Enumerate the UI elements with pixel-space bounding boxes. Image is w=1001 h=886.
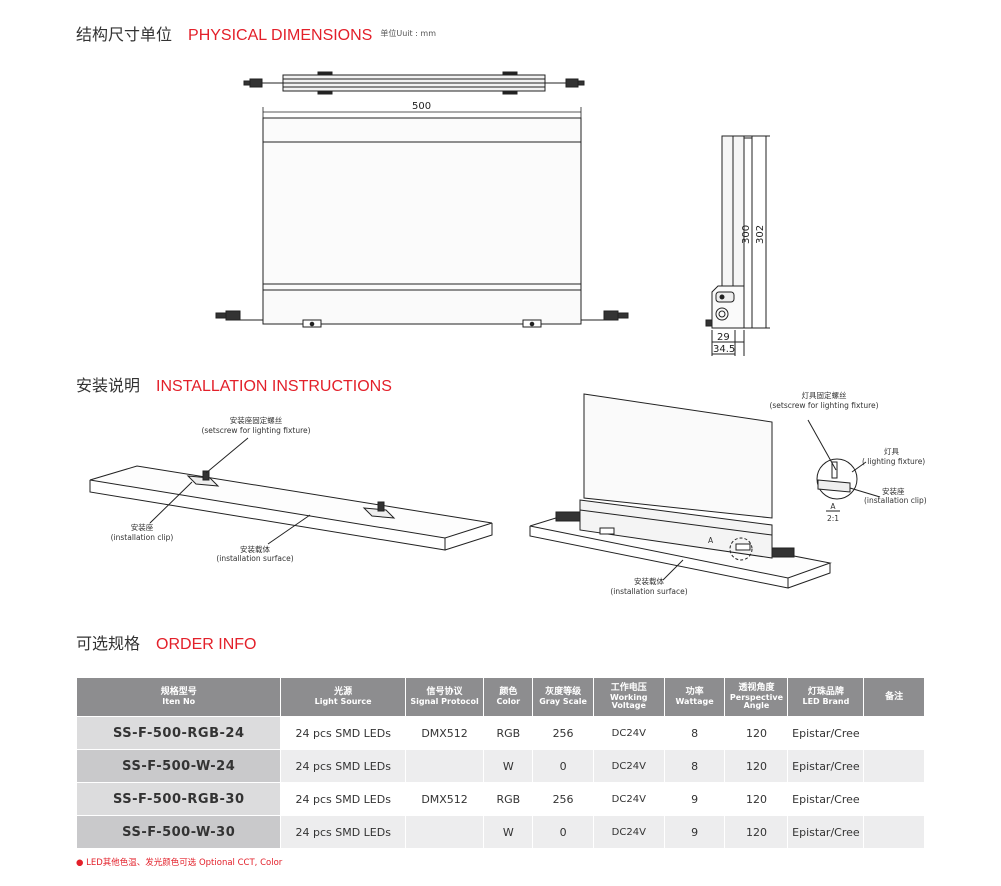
cell-angle: 120 [725, 750, 788, 782]
cell-wattage: 8 [664, 717, 725, 749]
cell-protocol: DMX512 [405, 717, 484, 749]
surface-right-cn: 安装载体 [634, 576, 664, 586]
setscrew-clip-en: (setscrew for lighting fixture) [201, 426, 310, 435]
order-title: 可选规格 ORDER INFO [76, 630, 256, 654]
installation-drawing: 安装座固定螺丝 (setscrew for lighting fixture) … [89, 390, 927, 596]
cell-color: W [484, 750, 533, 782]
cell-protocol [405, 816, 484, 848]
cell-angle: 120 [725, 783, 788, 815]
clip-right-cn: 安装座 [882, 486, 905, 496]
cell-voltage: DC24V [593, 750, 664, 782]
width-label: 500 [412, 101, 431, 112]
cell-model: SS-F-500-RGB-30 [77, 783, 281, 815]
cell-color: RGB [484, 717, 533, 749]
table-row: SS-F-500-RGB-30 24 pcs SMD LEDs DMX512 R… [77, 783, 924, 815]
cell-brand: Epistar/Cree [788, 783, 864, 815]
cell-source: 24 pcs SMD LEDs [281, 783, 405, 815]
callout-a: A [708, 536, 714, 545]
installation-title: 安装说明 INSTALLATION INSTRUCTIONS [76, 372, 392, 396]
cell-source: 24 pcs SMD LEDs [281, 816, 405, 848]
setscrew-clip-cn: 安装座固定螺丝 [230, 415, 283, 425]
dimensions-title-cn: 结构尺寸单位 [76, 25, 173, 44]
cell-note [864, 816, 924, 848]
right-assembly [529, 393, 881, 589]
cell-voltage: DC24V [593, 717, 664, 749]
cell-source: 24 pcs SMD LEDs [281, 717, 405, 749]
cell-model: SS-F-500-W-24 [77, 750, 281, 782]
cell-note [864, 750, 924, 782]
table-row: SS-F-500-W-24 24 pcs SMD LEDs W 0 DC24V … [77, 750, 924, 782]
cell-voltage: DC24V [593, 816, 664, 848]
cell-angle: 120 [725, 816, 788, 848]
cell-gray: 0 [533, 750, 593, 782]
fixture-en: ( lighting fixture) [862, 457, 925, 466]
cell-wattage: 9 [664, 783, 725, 815]
cell-gray: 256 [533, 717, 593, 749]
cell-wattage: 8 [664, 750, 725, 782]
order-title-en: ORDER INFO [156, 636, 257, 653]
side-view [705, 135, 770, 356]
detail-letter: A [830, 502, 836, 511]
cell-color: RGB [484, 783, 533, 815]
depth-inner-label: 29 [717, 332, 730, 343]
cell-source: 24 pcs SMD LEDs [281, 750, 405, 782]
height-outer-label: 302 [755, 225, 766, 244]
fixture-cn: 灯具 [884, 446, 899, 456]
surface-left-en: (installation surface) [216, 554, 293, 563]
left-plank [89, 437, 493, 551]
dimensions-drawing: 500 300 302 29 [215, 71, 770, 356]
detail-scale: 2:1 [827, 514, 839, 523]
cell-brand: Epistar/Cree [788, 717, 864, 749]
surface-right-en: (installation surface) [610, 587, 687, 596]
depth-outer-label: 34.5 [713, 344, 735, 355]
order-title-cn: 可选规格 [76, 634, 141, 653]
cell-voltage: DC24V [593, 783, 664, 815]
table-row: SS-F-500-W-30 24 pcs SMD LEDs W 0 DC24V … [77, 816, 924, 848]
clip-right-en: (installation clip) [864, 496, 927, 505]
cell-brand: Epistar/Cree [788, 816, 864, 848]
cell-model: SS-F-500-RGB-24 [77, 717, 281, 749]
front-view [215, 117, 629, 328]
surface-left-cn: 安装载体 [240, 544, 270, 554]
cell-angle: 120 [725, 717, 788, 749]
clip-cn: 安装座 [131, 522, 154, 532]
header-note: 备注 [864, 678, 924, 716]
top-view [243, 71, 585, 95]
unit-label: 单位Uuit : mm [380, 29, 437, 38]
installation-title-cn: 安装说明 [76, 376, 141, 395]
options-note: ● LED其他色温、发光颜色可选 Optional CCT, Color [76, 858, 283, 868]
cell-wattage: 9 [664, 816, 725, 848]
cell-color: W [484, 816, 533, 848]
height-inner-label: 300 [741, 225, 752, 244]
cell-brand: Epistar/Cree [788, 750, 864, 782]
clip-en: (installation clip) [111, 533, 174, 542]
cell-protocol: DMX512 [405, 783, 484, 815]
cell-protocol [405, 750, 484, 782]
table-row: SS-F-500-RGB-24 24 pcs SMD LEDs DMX512 R… [77, 717, 924, 749]
dimensions-title-en: PHYSICAL DIMENSIONS [188, 27, 373, 44]
setscrew-en: (setscrew for lighting fixture) [769, 401, 878, 410]
installation-title-en: INSTALLATION INSTRUCTIONS [156, 378, 392, 395]
cell-model: SS-F-500-W-30 [77, 816, 281, 848]
cell-note [864, 717, 924, 749]
setscrew-cn: 灯具固定螺丝 [802, 390, 847, 400]
cell-note [864, 783, 924, 815]
cell-gray: 0 [533, 816, 593, 848]
cell-gray: 256 [533, 783, 593, 815]
dimensions-title: 结构尺寸单位 PHYSICAL DIMENSIONS 单位Uuit : mm [76, 21, 436, 45]
